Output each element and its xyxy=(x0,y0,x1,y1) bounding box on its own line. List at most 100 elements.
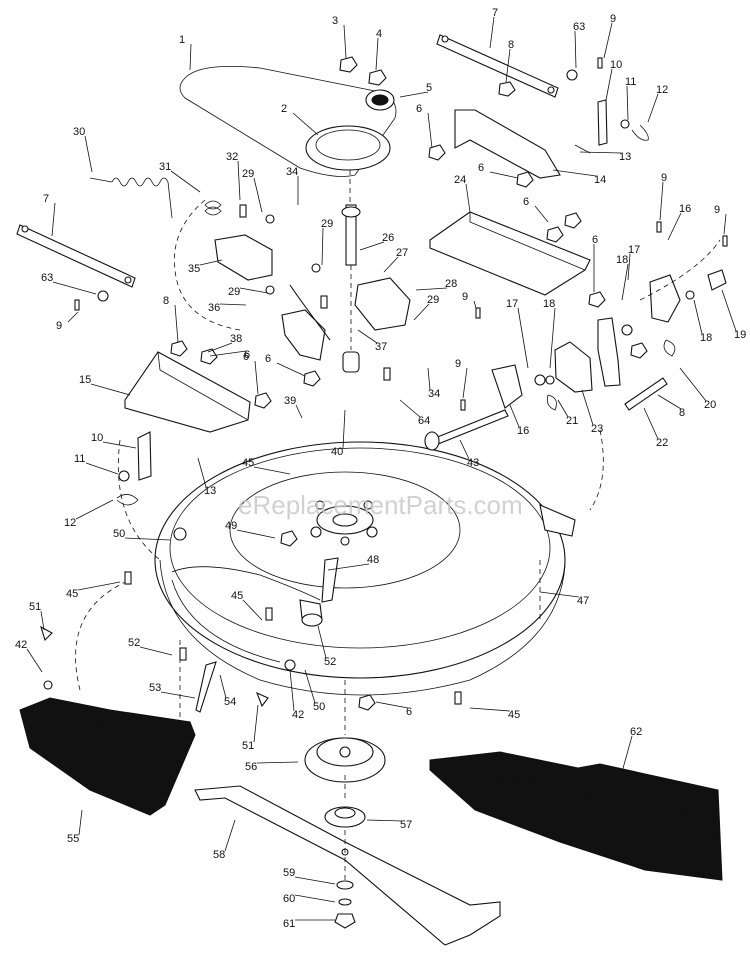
callout-leader-62 xyxy=(621,735,633,773)
callout-leader-17 xyxy=(517,307,529,369)
callout-leader-22 xyxy=(643,407,659,440)
callout-leader-26 xyxy=(359,241,385,251)
callout-leader-12 xyxy=(75,499,114,520)
callout-57: 57 xyxy=(400,819,412,831)
callout-6: 6 xyxy=(243,351,249,363)
callout-1: 1 xyxy=(179,34,185,46)
callout-8: 8 xyxy=(508,39,514,51)
callout-18: 18 xyxy=(616,254,628,266)
callout-45: 45 xyxy=(508,709,520,721)
callout-leader-19 xyxy=(721,289,737,332)
callout-leader-50 xyxy=(304,669,316,704)
callout-leader-9 xyxy=(603,22,613,59)
callout-43: 43 xyxy=(467,457,479,469)
callout-leader-39 xyxy=(295,404,303,419)
callout-leader-21 xyxy=(557,399,569,418)
callout-4: 4 xyxy=(376,28,382,40)
callout-13: 13 xyxy=(619,151,631,163)
callout-leader-18 xyxy=(621,263,629,301)
callout-leader-52 xyxy=(139,646,173,656)
callout-49: 49 xyxy=(225,520,237,532)
blade-58 xyxy=(194,785,501,946)
callout-leader-14 xyxy=(552,169,597,177)
callout-leader-43 xyxy=(459,439,470,460)
callout-7: 7 xyxy=(43,193,49,205)
callout-60: 60 xyxy=(283,893,295,905)
spindle-shaft xyxy=(341,204,361,373)
callout-leader-45 xyxy=(242,599,263,621)
watermark-text: eReplacementParts.com xyxy=(238,490,523,520)
callout-54: 54 xyxy=(224,696,236,708)
callout-6: 6 xyxy=(523,196,529,208)
callout-leader-57 xyxy=(366,819,403,822)
bracket-23 xyxy=(554,317,621,393)
callout-9: 9 xyxy=(462,291,468,303)
callout-51: 51 xyxy=(242,740,254,752)
bracket-15 xyxy=(124,351,251,433)
callout-42: 42 xyxy=(15,639,27,651)
callout-leader-23 xyxy=(581,389,594,426)
callout-6: 6 xyxy=(416,103,422,115)
callout-13: 13 xyxy=(204,485,216,497)
callout-11: 11 xyxy=(625,76,636,88)
rod-43 xyxy=(424,409,509,451)
callout-leader-29 xyxy=(321,227,324,266)
hub-57 xyxy=(324,806,366,828)
callout-18: 18 xyxy=(543,298,555,310)
callout-leader-8 xyxy=(657,394,682,410)
callout-leader-32 xyxy=(237,160,241,201)
callout-62: 62 xyxy=(630,726,642,738)
callout-leader-6 xyxy=(375,701,409,709)
callout-45: 45 xyxy=(242,457,254,469)
callout-leader-7 xyxy=(489,16,495,49)
callout-leader-29 xyxy=(239,287,269,294)
blade-adapter-56 xyxy=(304,737,386,783)
callout-leader-15 xyxy=(90,383,131,396)
deck-housing xyxy=(154,441,576,696)
callout-leader-12 xyxy=(647,93,659,123)
callout-leader-9 xyxy=(473,300,477,309)
callout-6: 6 xyxy=(244,349,250,361)
belt-and-pulley xyxy=(179,66,397,177)
callout-37: 37 xyxy=(375,341,387,353)
callout-9: 9 xyxy=(455,358,461,370)
callout-leader-28 xyxy=(415,287,448,291)
callout-leader-52 xyxy=(317,625,327,659)
callout-leader-20 xyxy=(679,367,707,402)
callout-55: 55 xyxy=(67,833,79,845)
callout-leader-42 xyxy=(26,648,43,673)
callout-12: 12 xyxy=(64,517,76,529)
callout-48: 48 xyxy=(367,554,379,566)
callout-29: 29 xyxy=(242,168,254,180)
callout-36: 36 xyxy=(208,302,220,314)
callout-leader-9 xyxy=(659,181,664,221)
callout-35: 35 xyxy=(188,263,200,275)
callout-leader-63 xyxy=(574,30,577,69)
callout-leader-6 xyxy=(534,205,549,223)
callout-leader-18 xyxy=(693,299,703,335)
callout-leader-31 xyxy=(170,170,201,193)
callout-leader-42 xyxy=(289,669,295,712)
hardware xyxy=(40,56,728,713)
callout-28: 28 xyxy=(445,278,457,290)
callout-11: 11 xyxy=(74,453,85,465)
callout-52: 52 xyxy=(128,637,140,649)
callout-63: 63 xyxy=(573,21,585,33)
callout-8: 8 xyxy=(163,295,169,307)
bracket-37 xyxy=(281,277,411,361)
callout-leader-10 xyxy=(605,68,613,101)
callout-leader-45 xyxy=(469,707,511,712)
callout-17: 17 xyxy=(506,298,518,310)
callout-leader-29 xyxy=(413,303,430,321)
callout-61: 61 xyxy=(283,918,295,930)
callout-leader-18 xyxy=(549,307,556,369)
callout-9: 9 xyxy=(56,320,62,332)
callout-34: 34 xyxy=(428,388,440,400)
callout-leader-37 xyxy=(357,329,378,344)
callout-22: 22 xyxy=(656,437,668,449)
callout-leader-4 xyxy=(375,37,379,71)
callout-24: 24 xyxy=(454,174,466,186)
callout-leader-50 xyxy=(124,537,171,541)
callout-38: 38 xyxy=(230,333,242,345)
callout-45: 45 xyxy=(66,588,78,600)
